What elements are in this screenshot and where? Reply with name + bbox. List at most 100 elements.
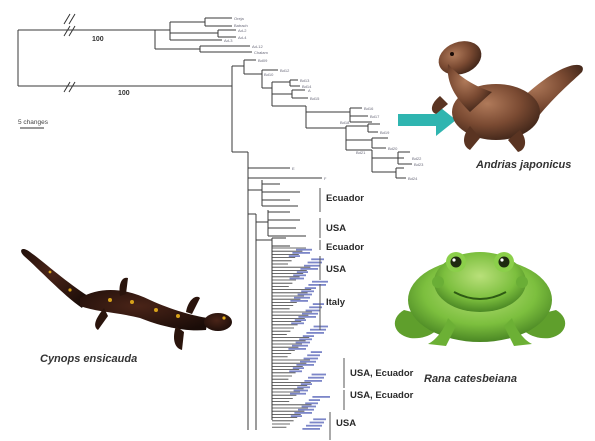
leaf-tip-label: [314, 326, 328, 328]
leaf-tip-label: [302, 428, 320, 430]
dense-leaf-tips: [272, 248, 330, 430]
tip-label: A: [308, 88, 311, 93]
tip-label: Bd13: [300, 78, 310, 83]
leaf-tip-label: [298, 316, 316, 318]
leaf-tip-label: [312, 396, 330, 398]
leaf-tip-label: [305, 287, 316, 289]
bootstrap-label: 100: [118, 90, 130, 97]
group-label-usa: USA: [326, 223, 346, 234]
leaf-tip-label: [289, 255, 300, 257]
group-label-ecuador: Ecuador: [326, 193, 364, 204]
leaf-tip-label: [298, 294, 312, 296]
andrias-salamander-illustration: [432, 35, 583, 152]
scale-label: 5 changes: [18, 119, 49, 126]
leaf-tip-label: [303, 335, 314, 337]
leaf-tip-label: [308, 284, 326, 286]
group-label-italy: Italy: [326, 297, 346, 308]
group-label-usa: USA: [336, 418, 356, 429]
tip-label: Bd15: [310, 96, 320, 101]
scale-bar: 5 changes: [18, 119, 49, 128]
leaf-tip-label: [296, 342, 310, 344]
leaf-tip-label: [301, 290, 314, 292]
tip-label: Bd17: [370, 114, 380, 119]
leaf-tip-label: [300, 268, 318, 270]
tip-label: Bd12: [280, 68, 290, 73]
tip-label: Bd19: [380, 130, 390, 135]
leaf-tip-label: [302, 313, 318, 315]
group-labels: Ecuador USA Ecuador USA Italy USA, Ecuad…: [326, 193, 414, 429]
leaf-tip-label: [304, 358, 318, 360]
leaf-tip-label: [307, 354, 320, 356]
leaf-tip-label: [292, 252, 310, 254]
leaf-tip-label: [310, 422, 324, 424]
leaf-tip-label: [290, 300, 308, 302]
tip-label: Bd22: [412, 156, 422, 161]
leaf-tip-label: [291, 322, 304, 324]
group-label-ecuador: Ecuador: [326, 242, 364, 253]
tip-label: Bd20: [388, 146, 398, 151]
leaf-tip-label: [297, 271, 308, 273]
bootstrap-label: 100: [92, 36, 104, 43]
leaf-tip-label: [310, 329, 326, 331]
species-label-rana: Rana catesbeiana: [424, 373, 517, 385]
leaf-tip-label: [299, 338, 312, 340]
leaf-tip-label: [304, 380, 322, 382]
leaf-tip-label: [306, 425, 322, 427]
leaf-tip-label: [294, 297, 310, 299]
tip-label: Ad-4: [238, 35, 247, 40]
tip-label: Oreja: [234, 16, 245, 21]
species-label-cynops: Cynops ensicauda: [40, 353, 137, 365]
branch-break-marks: [64, 14, 75, 92]
tip-label: Bd09: [258, 58, 268, 63]
leaf-tip-label: [294, 390, 308, 392]
leaf-tip-label: [296, 249, 312, 251]
leaf-tip-label: [292, 345, 308, 347]
leaf-tip-label: [304, 265, 320, 267]
group-label-usa-ecuador: USA, Ecuador: [350, 390, 414, 401]
leaf-tip-label: [311, 258, 324, 260]
leaf-tip-label: [313, 418, 326, 420]
tip-label: Bd23: [414, 162, 424, 167]
tip-label: F: [324, 176, 327, 181]
tip-label: Bd16: [364, 106, 374, 111]
leaf-tip-label: [312, 281, 328, 283]
leaf-tip-label: [288, 348, 306, 350]
leaf-tip-label: [297, 386, 310, 388]
leaf-tip-label: [289, 370, 302, 372]
tip-label: Ad-12: [252, 44, 263, 49]
leaf-tip-label: [306, 332, 324, 334]
leaf-tip-label: [293, 274, 306, 276]
tip-label: Ad-3: [224, 38, 233, 43]
leaf-tip-label: [291, 415, 302, 417]
leaf-tip-label: [295, 319, 306, 321]
leaf-tip-label: [311, 351, 322, 353]
leaf-tip-label: [313, 303, 324, 305]
leaf-tip-label: [301, 383, 312, 385]
arrow-icon: [398, 104, 456, 136]
tip-label: Bd10: [264, 72, 274, 77]
tip-label: Ad-2: [238, 28, 247, 33]
rana-frog-illustration: [395, 252, 565, 346]
leaf-tip-label: [306, 310, 320, 312]
leaf-tip-label: [300, 361, 316, 363]
group-label-usa-ecuador: USA, Ecuador: [350, 368, 414, 379]
tip-labels: Oreja Batrach Ad-2 Ad-4 Ad-3 Ad-12 Chala…: [224, 16, 424, 181]
species-label-andrias: Andrias japonicus: [475, 159, 571, 171]
leaf-tip-label: [305, 402, 318, 404]
tip-label: Chalam: [254, 50, 268, 55]
group-label-usa: USA: [326, 264, 346, 275]
tip-label: Bd24: [408, 176, 418, 181]
leaf-tip-label: [294, 412, 312, 414]
leaf-tip-label: [293, 367, 304, 369]
cynops-newt-illustration: [21, 249, 232, 350]
tip-label: E: [292, 166, 295, 171]
leaf-tip-label: [312, 374, 326, 376]
leaf-tip-label: [290, 278, 304, 280]
leaf-tip-label: [298, 409, 314, 411]
leaf-tip-label: [296, 364, 314, 366]
tip-label: Bd21: [356, 150, 366, 155]
leaf-tip-label: [309, 399, 320, 401]
leaf-tip-label: [308, 377, 324, 379]
leaf-tip-label: [290, 393, 306, 395]
